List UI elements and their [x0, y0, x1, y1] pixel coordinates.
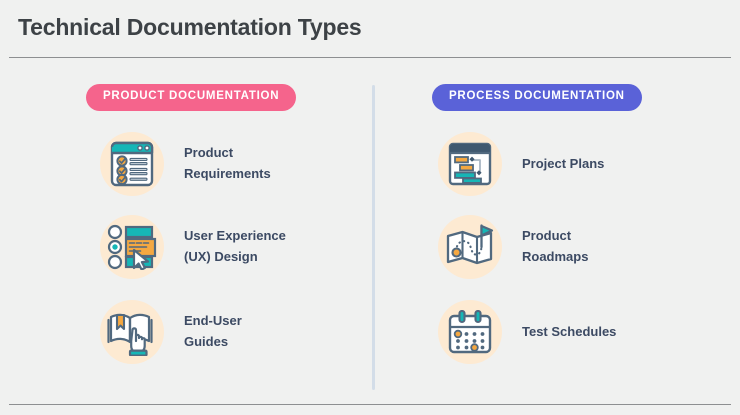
list-item-product-roadmaps[interactable]: Product Roadmaps [438, 215, 740, 279]
map-route-flag-icon [446, 224, 494, 265]
list-item-ux-design[interactable]: User Experience (UX) Design [100, 215, 430, 279]
page-title: Technical Documentation Types [18, 14, 362, 40]
badge-product-documentation[interactable]: PRODUCT DOCUMENTATION [86, 84, 297, 111]
icon-background-circle [100, 300, 164, 364]
radio-options-cursor-icon [107, 224, 157, 270]
column-divider [372, 85, 375, 390]
list-item-label: User Experience (UX) Design [184, 228, 286, 264]
badge-process-documentation[interactable]: PROCESS DOCUMENTATION [432, 84, 642, 111]
open-book-hand-icon [107, 313, 153, 356]
icon-background-circle [438, 215, 502, 279]
icon-background-circle [100, 215, 164, 279]
list-item-label: Project Plans [522, 155, 605, 171]
icon-background-circle [100, 132, 164, 196]
list-item-test-schedules[interactable]: Test Schedules [438, 300, 740, 364]
calendar-icon [448, 309, 492, 354]
checklist-document-icon [110, 141, 154, 187]
column-product-documentation: PRODUCT DOCUMENTATION [42, 84, 372, 364]
icon-background-circle [438, 132, 502, 196]
header-divider-rule [9, 57, 731, 58]
list-item-project-plans[interactable]: Project Plans [438, 132, 740, 196]
footer-divider-rule [9, 404, 731, 405]
gantt-chart-window-icon [448, 142, 492, 186]
list-item-label: Test Schedules [522, 323, 617, 339]
list-item-end-user-guides[interactable]: End-User Guides [100, 300, 430, 364]
list-item-label: Product Roadmaps [522, 228, 589, 264]
column-process-documentation: PROCESS DOCUMENTATION [390, 84, 720, 364]
icon-background-circle [438, 300, 502, 364]
list-item-product-requirements[interactable]: Product Requirements [100, 132, 430, 196]
list-item-label: End-User Guides [184, 313, 242, 349]
list-item-label: Product Requirements [184, 145, 271, 181]
